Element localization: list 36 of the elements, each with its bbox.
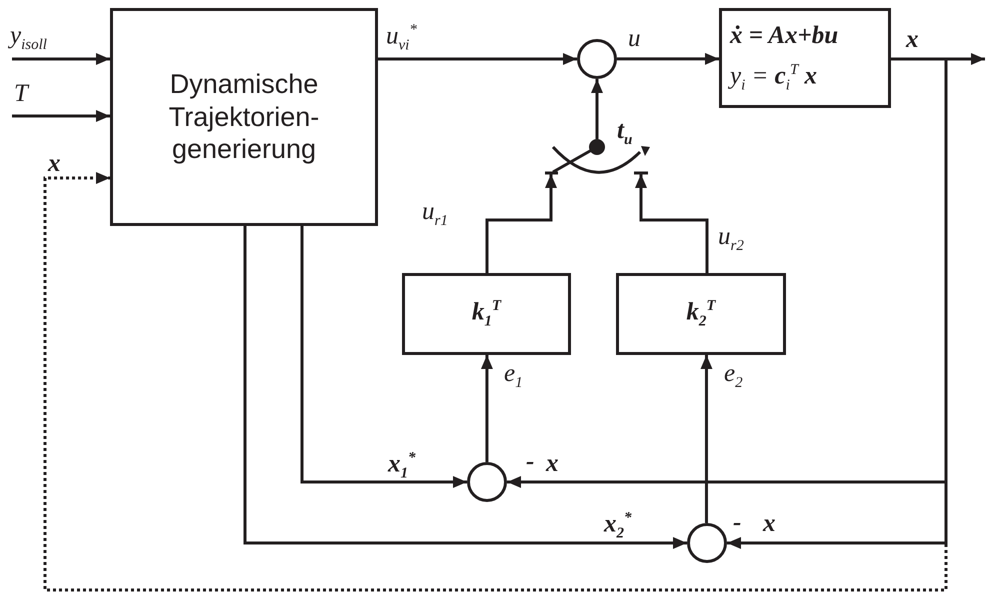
signal-label: T (14, 80, 28, 108)
signal-arrow (591, 79, 603, 139)
block-label: Dynamische Trajektorien-generierung (168, 68, 320, 166)
signal-label: u$_{r2}$ (718, 223, 744, 254)
equation: y$_{i}$ = c$_{i}$$^{T}$ x (727, 62, 818, 94)
signal-arrow (480, 355, 493, 462)
summing-junction (687, 523, 727, 563)
signal-label: e$_{1}$ (504, 360, 523, 392)
signal-arrow (635, 174, 708, 273)
signal-arrow (486, 174, 557, 273)
signal-label: x (906, 26, 918, 54)
summing-junction (577, 39, 617, 79)
signal-label: x (48, 150, 60, 178)
signal-arrow (727, 58, 948, 549)
signal-label: x (546, 450, 558, 478)
sign-label: - (733, 509, 742, 536)
state-space-box (719, 8, 891, 108)
equation: ẋ = Ax+bu (728, 22, 838, 50)
signal-arrow (700, 355, 712, 523)
signal-arrow (378, 53, 577, 65)
gain-box (402, 273, 571, 355)
signal-arrow (300, 226, 467, 488)
signal-arrow (12, 110, 110, 122)
gain-box (616, 273, 786, 355)
signal-arrow (12, 53, 110, 65)
switch-label: t$_{u}$ (617, 117, 632, 148)
signal-label: x (763, 510, 776, 538)
signal-label: y$_{isoll}$ (10, 22, 47, 54)
signal-arrow (244, 226, 687, 549)
summing-junction (467, 462, 507, 502)
process-box (110, 8, 378, 226)
signal-label: e$_{2}$ (724, 360, 743, 392)
signal-label: u (628, 25, 640, 52)
sign-label: - (526, 448, 534, 476)
signal-label: u$_{r1}$ (422, 198, 448, 230)
signal-arrow (617, 52, 719, 65)
